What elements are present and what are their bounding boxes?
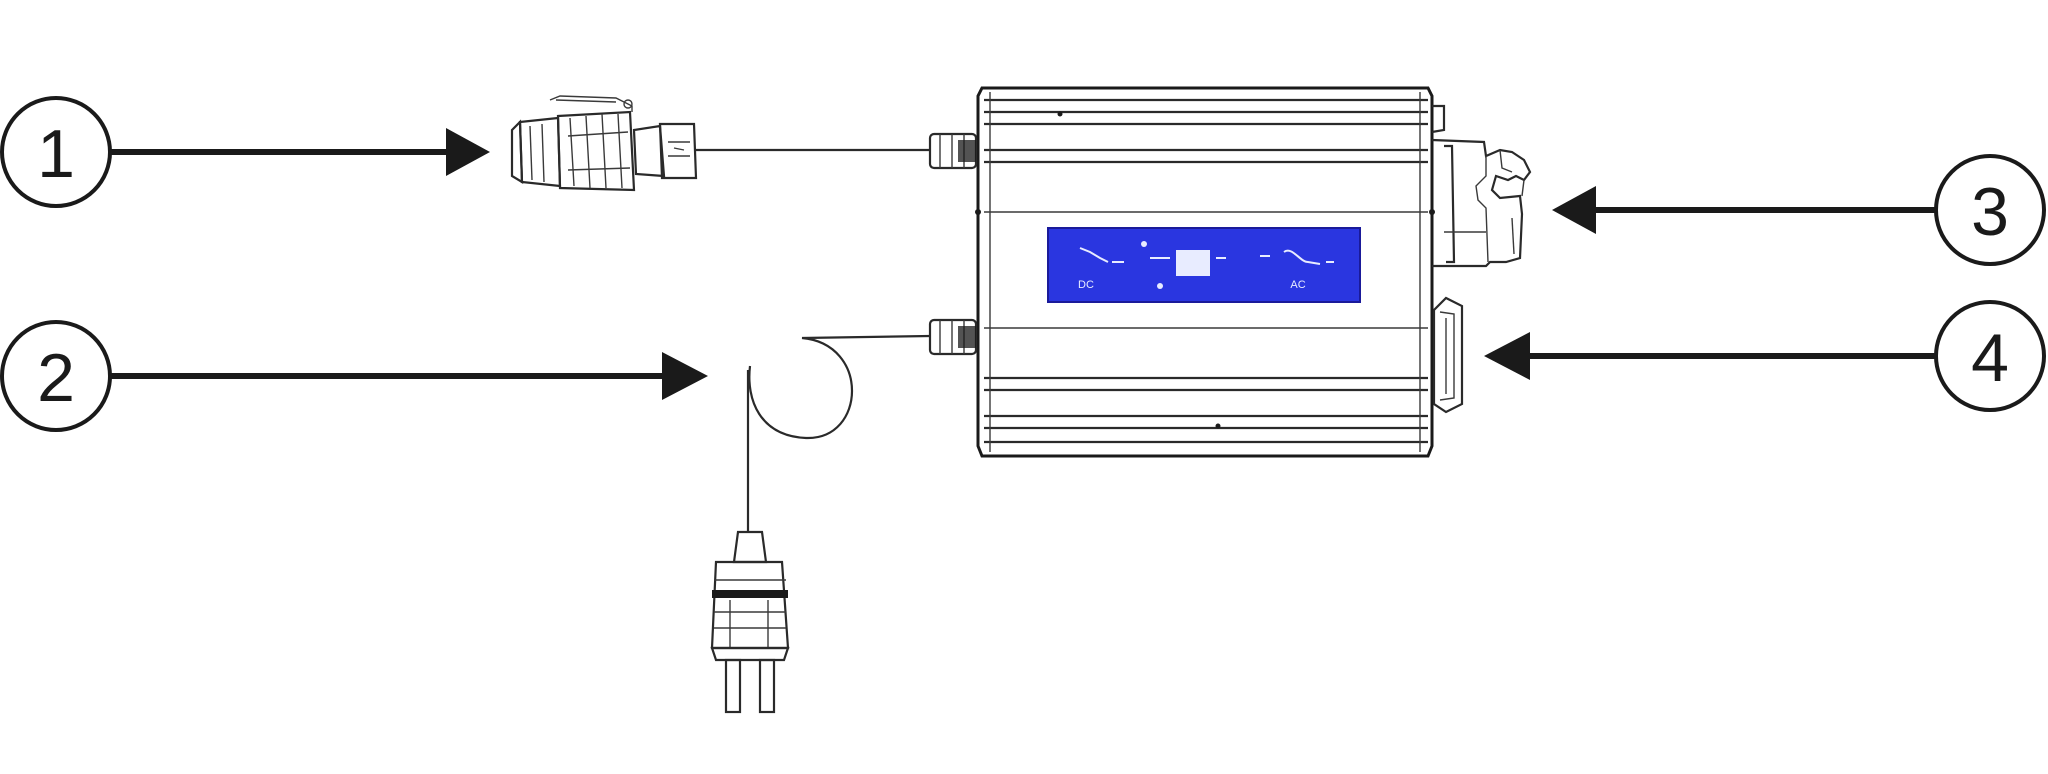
ac-outlet-icon [1431, 104, 1532, 268]
callout-3-label: 3 [1971, 174, 2009, 250]
callout-2: 2 [0, 320, 708, 432]
callout-1-label: 1 [37, 116, 75, 192]
callout-2-arrowhead [662, 352, 708, 400]
callout-2-label: 2 [37, 340, 75, 416]
panel-left-caption: DC [1078, 279, 1094, 291]
callout-4-label: 4 [1971, 320, 2009, 396]
callout-1: 1 [0, 96, 490, 208]
callout-1-arrowhead [446, 128, 490, 176]
dc-cable-gland-icon [928, 132, 978, 170]
callout-3: 3 [1552, 154, 2046, 266]
ac-cable-plug-icon [710, 334, 931, 714]
ac-cable-gland-icon [928, 318, 978, 356]
callout-4-arrowhead [1484, 332, 1530, 380]
panel-right-caption: AC [1290, 279, 1305, 291]
power-switch-icon [1432, 296, 1464, 414]
inverter-label-panel: DC AC [1047, 227, 1361, 303]
dc-input-connector-icon [510, 95, 930, 192]
inverter-housing [975, 86, 1435, 458]
callout-4: 4 [1484, 300, 2046, 412]
callout-3-arrowhead [1552, 186, 1596, 234]
